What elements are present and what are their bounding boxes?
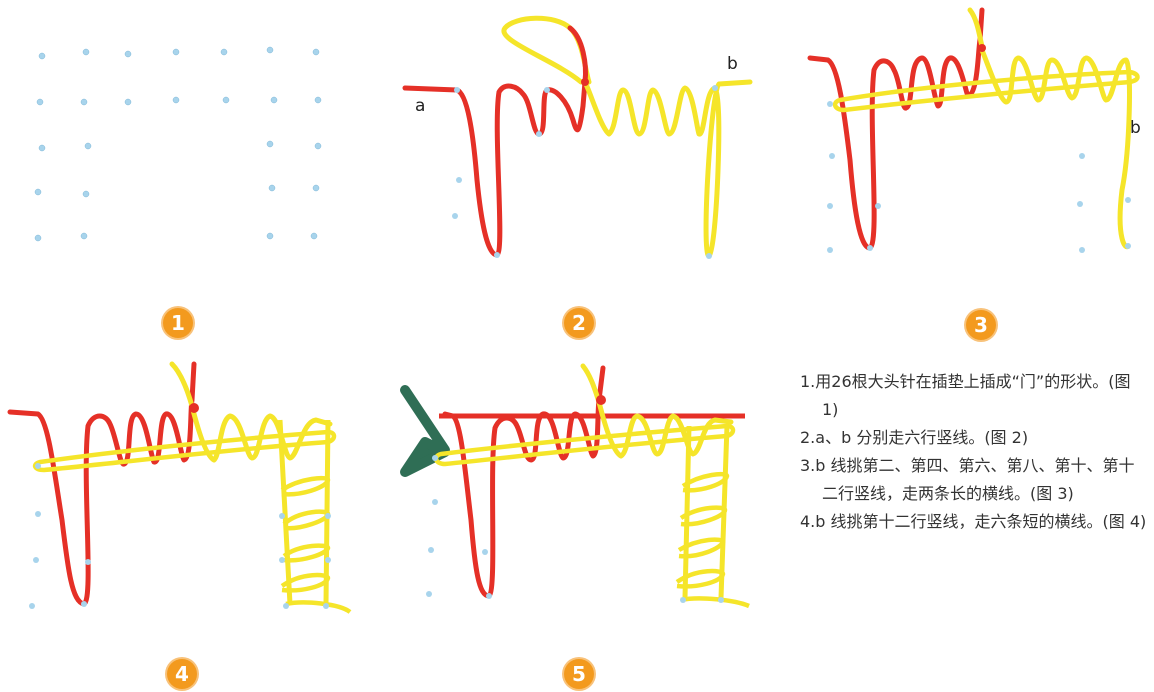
pin-icon: [268, 184, 276, 192]
pin-icon: [312, 48, 320, 56]
pin-icon: [1125, 243, 1131, 249]
pin-icon: [38, 144, 46, 152]
pin-icon: [875, 203, 881, 209]
pin-icon: [325, 513, 331, 519]
pin-icon: [536, 131, 542, 137]
pin-icon: [38, 52, 46, 60]
pin-icon: [266, 140, 274, 148]
needle-icon: [400, 385, 450, 477]
pin-icon: [1125, 197, 1131, 203]
pin-icon: [220, 48, 228, 56]
pin-icon: [486, 593, 492, 599]
pin-icon: [35, 463, 41, 469]
pin-icon: [34, 188, 42, 196]
pin-icon: [310, 232, 318, 240]
pin-icon: [432, 455, 438, 461]
pin-icon: [1077, 201, 1083, 207]
pin-icon: [829, 153, 835, 159]
thread-a-label: a: [415, 96, 426, 116]
pin-icon: [718, 597, 724, 603]
pin-icon: [544, 87, 550, 93]
pin-icon: [314, 142, 322, 150]
pin-icon: [34, 234, 42, 242]
pin-icon: [456, 177, 462, 183]
pin-icon: [270, 96, 278, 104]
step-5-panel: [400, 360, 755, 620]
pin-icon: [827, 203, 833, 209]
pin-icon: [172, 48, 180, 56]
pin-icon: [82, 190, 90, 198]
pin-icon: [432, 499, 438, 505]
step-2-panel: a b: [402, 10, 755, 270]
step-1-panel: [20, 30, 340, 260]
pin-icon: [482, 549, 488, 555]
pin-icon: [325, 557, 331, 563]
pin-icon: [454, 87, 460, 93]
step-4-badge: 4: [167, 659, 197, 689]
instruction-step-2: 2.a、b 分别走六行竖线。(图 2): [800, 428, 1029, 447]
pin-icon: [712, 85, 718, 91]
pin-icon: [1079, 153, 1085, 159]
pin-icon: [283, 603, 289, 609]
pin-icon: [279, 513, 285, 519]
pin-icon: [80, 232, 88, 240]
pin-icon: [314, 96, 322, 104]
pin-icon: [494, 252, 500, 258]
pin-icon: [81, 601, 87, 607]
step-1-badge: 1: [163, 308, 193, 338]
pin-icon: [706, 253, 712, 259]
step-4-figure: [7, 361, 352, 614]
pin-icon: [680, 597, 686, 603]
step-4-panel: [7, 360, 360, 620]
instruction-step-4: 4.b 线挑第十二行竖线，走六条短的横线。(图 4): [800, 512, 1147, 531]
pin-icon: [172, 96, 180, 104]
pin-icon: [428, 547, 434, 553]
step-2-badge: 2: [564, 308, 594, 338]
pin-icon: [80, 98, 88, 106]
pin-icon: [452, 213, 458, 219]
pin-icon: [29, 603, 35, 609]
thread-b-label: b: [1130, 118, 1141, 138]
step-5-figure: [400, 363, 750, 609]
pin-icon: [124, 50, 132, 58]
step-2-figure: [402, 15, 753, 259]
pin-icon: [85, 559, 91, 565]
pin-icon: [323, 603, 329, 609]
step-3-badge: 3: [966, 310, 996, 340]
instructions-list: 1.用26根大头针在插垫上插成“门”的形状。(图 1) 2.a、b 分别走六行竖…: [800, 368, 1150, 536]
pin-icon: [124, 98, 132, 106]
pin-icon: [222, 96, 230, 104]
pin-icon: [266, 232, 274, 240]
pin-icon: [279, 557, 285, 563]
step-5-badge: 5: [564, 659, 594, 689]
instruction-step-3: 3.b 线挑第二、第四、第六、第八、第十、第十二行竖线，走两条长的横线。(图 3…: [800, 456, 1135, 503]
pin-icon: [1079, 247, 1085, 253]
pin-icon: [867, 245, 873, 251]
pin-grid-figure: [34, 46, 322, 242]
pin-icon: [312, 184, 320, 192]
pin-icon: [827, 101, 833, 107]
pin-icon: [36, 98, 44, 106]
pin-icon: [426, 591, 432, 597]
thread-b-label: b: [727, 54, 738, 74]
instruction-step-1: 1.用26根大头针在插垫上插成“门”的形状。(图 1): [800, 372, 1131, 419]
pin-icon: [33, 557, 39, 563]
pin-icon: [84, 142, 92, 150]
step-3-figure: [807, 7, 1140, 253]
pin-icon: [82, 48, 90, 56]
step-3-panel: b: [807, 7, 1150, 270]
pin-icon: [35, 511, 41, 517]
pin-icon: [266, 46, 274, 54]
pin-icon: [827, 247, 833, 253]
